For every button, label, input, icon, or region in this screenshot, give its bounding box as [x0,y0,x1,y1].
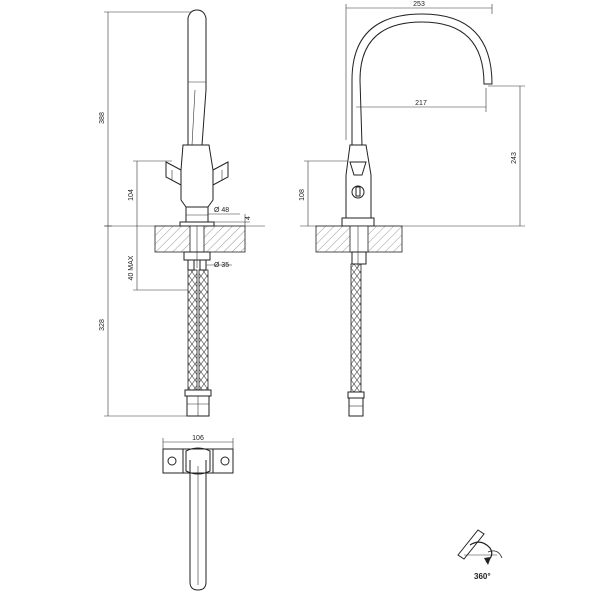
dim-deck-max: 40 MAX [128,255,135,280]
front-hose-right [198,269,209,391]
rotation-360-icon: 360° [457,529,503,581]
dim-base-thickness: 4 [245,216,252,220]
front-hose-left [187,269,198,391]
front-body [180,144,214,208]
front-lever-left [165,161,182,186]
side-body [345,144,372,219]
top-view: 106 [162,435,234,591]
dim-body-height: 104 [128,189,135,201]
dim-hose-length: 328 [99,319,106,331]
dim-spout-reach-inner: 217 [415,100,427,107]
side-lever [349,161,367,176]
top-view-spout [189,460,207,591]
front-base [185,206,209,223]
dim-spout-height: 243 [511,152,518,164]
dim-total-height: 388 [99,112,106,124]
front-spout [187,9,207,146]
rotation-label: 360° [474,572,491,581]
dim-side-body-height: 108 [299,189,306,201]
side-hose [350,263,362,393]
dim-spout-reach-total: 253 [413,1,425,8]
dim-base-diameter: Ø 48 [214,207,229,214]
dim-top-view-width: 106 [192,435,204,442]
front-lever-right [212,161,229,186]
front-view: 388 104 Ø 48 4 40 MAX Ø 35 328 [99,9,265,417]
dim-shank-diameter: Ø 35 [214,262,229,269]
side-spout [351,13,493,146]
side-view: 253 217 243 108 [299,1,525,417]
